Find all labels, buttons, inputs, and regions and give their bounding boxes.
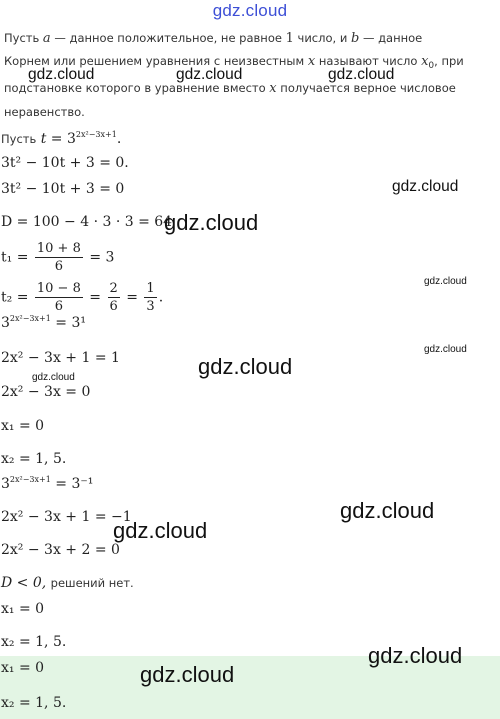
watermark: gdz.cloud <box>424 276 467 287</box>
definition-line-4: неравенство. <box>4 105 85 119</box>
answer-highlight <box>0 656 500 719</box>
equation-1: 3t² − 10t + 3 = 0. <box>1 155 129 171</box>
site-logo[interactable]: gdz.cloud <box>212 1 288 20</box>
watermark: gdz.cloud <box>368 643 463 668</box>
watermark: gdz.cloud <box>32 372 75 383</box>
watermark: gdz.cloud <box>424 344 467 355</box>
watermark: gdz.cloud <box>328 66 395 83</box>
case1-reduced: 2x² − 3x = 0 <box>1 384 91 400</box>
case2-equation: 2x² − 3x + 1 = −1 <box>1 509 132 525</box>
watermark: gdz.cloud <box>28 66 95 83</box>
answer-x2: x₂ = 1, 5. <box>1 634 67 650</box>
watermark: gdz.cloud <box>176 66 243 83</box>
no-roots: D < 0, решений нет. <box>1 575 134 591</box>
definition-line-2: Корнем или решением уравнения с неизвест… <box>4 54 464 71</box>
case1-x1: x₁ = 0 <box>1 418 45 434</box>
final-x2: x₂ = 1, 5. <box>1 695 67 711</box>
final-x1: x₁ = 0 <box>1 660 45 676</box>
case2-exponent: 32x²−3x+1 = 3⁻¹ <box>1 475 94 492</box>
equation-2: 3t² − 10t + 3 = 0 <box>1 181 125 197</box>
watermark: gdz.cloud <box>392 178 459 195</box>
substitution: Пусть t = 32x²−3x+1. <box>1 130 122 147</box>
watermark: gdz.cloud <box>340 498 435 523</box>
case1-x2: x₂ = 1, 5. <box>1 451 67 467</box>
watermark: gdz.cloud <box>198 354 293 379</box>
case1-equation: 2x² − 3x + 1 = 1 <box>1 350 120 366</box>
definition-line-3: подстановке которого в уравнение вместо … <box>4 81 456 96</box>
case1-exponent: 32x²−3x+1 = 3¹ <box>1 314 86 331</box>
watermark: gdz.cloud <box>164 210 259 235</box>
case2-reduced: 2x² − 3x + 2 = 0 <box>1 542 120 558</box>
answer-x1: x₁ = 0 <box>1 601 45 617</box>
watermark: gdz.cloud <box>113 518 208 543</box>
discriminant: D = 100 − 4 · 3 · 3 = 64 <box>1 214 173 230</box>
definition-line-1: Пусть a — данное положительное, не равно… <box>4 31 423 46</box>
watermark: gdz.cloud <box>140 662 235 687</box>
